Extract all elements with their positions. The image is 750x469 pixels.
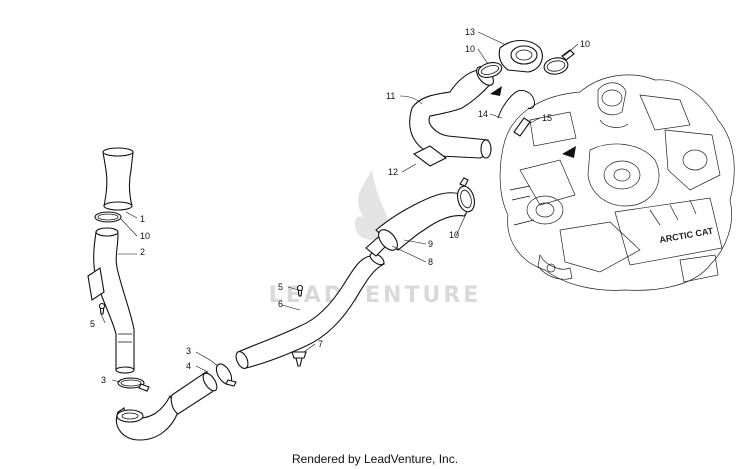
callout-15: 15 [542,113,552,123]
part-10-clamp-c [477,62,503,78]
part-10-clamp-d [543,49,575,75]
callout-10d: 10 [580,39,590,49]
callout-13: 13 [465,27,475,37]
part-9-boot [375,192,469,251]
part-elbow-lower [116,394,179,441]
callout-2: 2 [140,247,145,257]
callout-10b: 10 [449,230,459,240]
part-6-intake-tube [235,252,386,369]
leader-lines [100,31,579,383]
callout-3a: 3 [101,375,106,385]
callout-1: 1 [140,214,145,224]
part-3-clamp-b [215,363,237,387]
callout-12: 12 [388,167,398,177]
part-14-breather-hose [497,90,535,119]
callout-10c: 10 [465,44,475,54]
part-4-hose [170,371,218,415]
part-2-intake-duct [87,227,135,374]
footer-credit: Rendered by LeadVenture, Inc. [291,452,459,466]
callout-14: 14 [478,109,488,119]
callout-8: 8 [428,257,433,267]
flow-arrows [490,86,576,158]
callout-3b: 3 [186,346,191,356]
part-5-screw-a [98,302,106,315]
part-1-intake-boot [102,147,134,211]
engine-assembly: ARCTIC CAT [499,74,735,291]
watermark: LEADVENTURE [269,170,482,308]
callout-5a: 5 [90,319,95,329]
part-10-clamp-a [94,211,122,223]
part-7-drain-valve [291,351,307,367]
part-15-fitting [513,117,531,137]
part-3-clamp-a [117,377,150,392]
watermark-text: LEADVENTURE [269,283,482,308]
part-10-clamp-b [457,177,475,213]
part-5-screw-b [296,284,304,297]
callout-10a: 10 [140,231,150,241]
callout-6: 6 [278,299,283,309]
callout-11: 11 [386,91,395,101]
callout-5b: 5 [278,282,283,292]
part-12-pad [412,145,448,167]
callout-9: 9 [428,239,433,249]
engine-brand-text: ARCTIC CAT [659,226,715,245]
part-13-elbow [498,39,543,73]
callout-labels: 1 2 3 3 4 5 5 6 7 8 9 10 10 10 10 11 12 … [90,27,590,385]
callout-4: 4 [186,361,191,371]
callout-7: 7 [318,339,323,349]
